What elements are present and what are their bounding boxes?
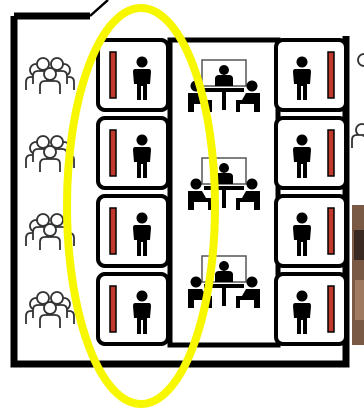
edge-photo-fragment	[352, 205, 364, 345]
person-booth-icon	[98, 40, 168, 110]
interview-table-icon	[188, 158, 260, 210]
edge-group-fragment-icon	[352, 54, 364, 148]
person-booth-icon	[276, 118, 346, 188]
person-booth-icon	[98, 196, 168, 266]
frame-corner-line	[90, 0, 108, 16]
person-booth-icon	[276, 274, 346, 344]
interview-table-icon	[188, 256, 260, 308]
person-booth-icon	[276, 40, 346, 110]
people-group-icon	[26, 292, 74, 328]
people-group-icon	[26, 58, 74, 94]
booth-column-right	[276, 40, 346, 344]
booth-column-left	[98, 40, 168, 344]
person-booth-icon	[98, 118, 168, 188]
person-booth-icon	[98, 274, 168, 344]
person-booth-icon	[276, 196, 346, 266]
